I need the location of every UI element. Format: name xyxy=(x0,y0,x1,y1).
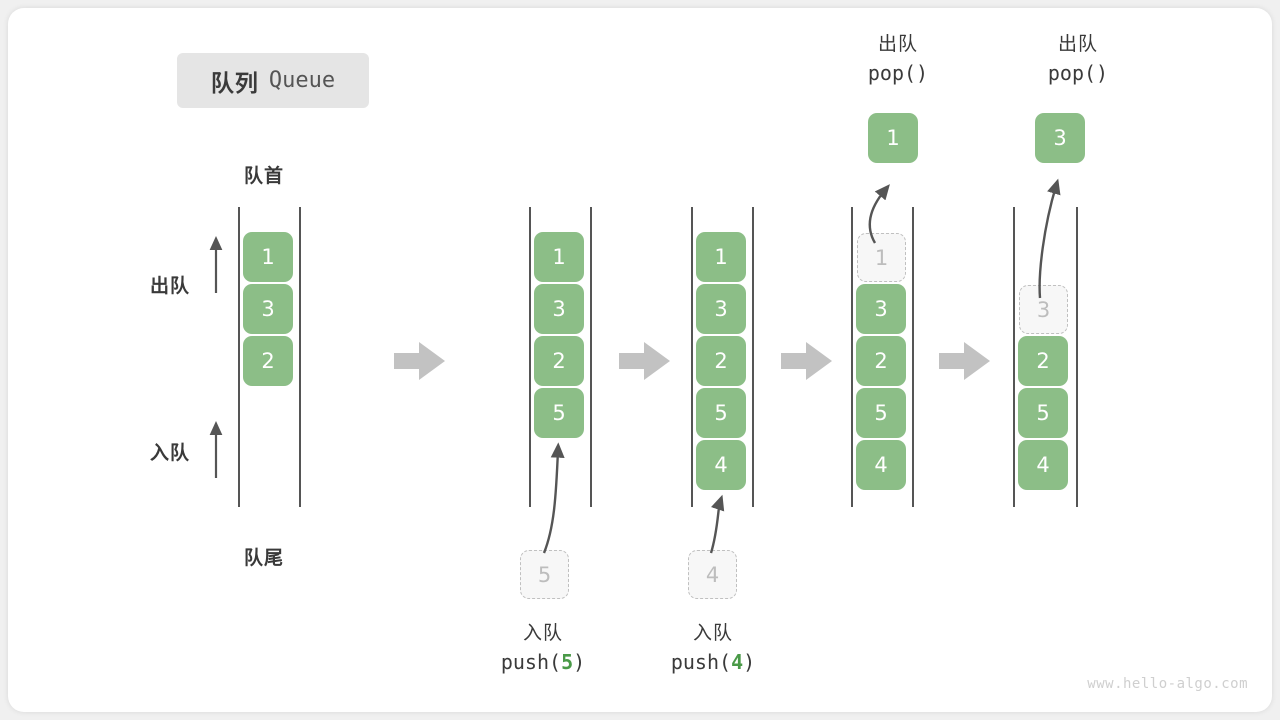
caption-col3-arg: 4 xyxy=(731,649,744,674)
caption-col5-top: 出队 pop() xyxy=(983,31,1173,88)
label-enqueue: 入队 xyxy=(150,443,191,464)
cell-col2-0: 1 xyxy=(534,232,584,282)
diagram-card: 队列 Queue 队首 队尾 出队 入队 1 3 2 1 3 2 5 5 入队 … xyxy=(8,8,1272,712)
cell-col3-3: 5 xyxy=(696,388,746,438)
arrow-overlay xyxy=(209,178,1061,554)
title-cn: 队列 xyxy=(210,69,259,96)
cell-col1-0: 1 xyxy=(243,232,293,282)
ghost-cell-col5: 3 xyxy=(1019,285,1068,334)
push5-arrow xyxy=(542,442,565,554)
cell-col3-0: 1 xyxy=(696,232,746,282)
rail-left-col3 xyxy=(691,207,693,507)
label-front: 队首 xyxy=(244,166,285,187)
ghost-cell-col2: 5 xyxy=(520,550,569,599)
caption-col2-code: push(5) xyxy=(500,649,586,674)
cell-col1-2: 2 xyxy=(243,336,293,386)
caption-col2: 入队 push(5) xyxy=(448,620,638,677)
flow-arrow-3 xyxy=(781,342,832,380)
rail-right-col2 xyxy=(590,207,592,507)
caption-col4-code: pop() xyxy=(867,60,929,85)
caption-col4-top: 出队 pop() xyxy=(803,31,993,88)
caption-col5-code: pop() xyxy=(1047,60,1109,85)
cell-col2-2: 2 xyxy=(534,336,584,386)
cell-col5-1: 5 xyxy=(1018,388,1068,438)
popped-cell-col4: 1 xyxy=(868,113,918,163)
caption-col2-arg: 5 xyxy=(561,649,574,674)
rail-left-col1 xyxy=(238,207,240,507)
caption-col5-cn: 出队 xyxy=(1057,34,1098,55)
cell-col4-0: 3 xyxy=(856,284,906,334)
label-rear: 队尾 xyxy=(244,548,285,569)
flow-arrow-4 xyxy=(939,342,990,380)
cell-col3-2: 2 xyxy=(696,336,746,386)
rail-right-col5 xyxy=(1076,207,1078,507)
rail-left-col4 xyxy=(851,207,853,507)
caption-col2-cn: 入队 xyxy=(522,623,563,644)
caption-col3-code: push(4) xyxy=(670,649,756,674)
caption-col4-cn: 出队 xyxy=(877,34,918,55)
flow-arrow-1 xyxy=(394,342,445,380)
title-badge: 队列 Queue xyxy=(177,53,369,108)
pop3-arrow xyxy=(1038,178,1061,299)
rail-right-col3 xyxy=(752,207,754,507)
cell-col2-1: 3 xyxy=(534,284,584,334)
push4-arrow xyxy=(709,494,725,554)
cell-col2-3: 5 xyxy=(534,388,584,438)
cell-col3-4: 4 xyxy=(696,440,746,490)
cell-col4-3: 4 xyxy=(856,440,906,490)
ghost-cell-col3: 4 xyxy=(688,550,737,599)
cell-col3-1: 3 xyxy=(696,284,746,334)
watermark: www.hello-algo.com xyxy=(1087,676,1248,692)
popped-cell-col5: 3 xyxy=(1035,113,1085,163)
cell-col5-0: 2 xyxy=(1018,336,1068,386)
flow-arrow-2 xyxy=(619,342,670,380)
cell-col1-1: 3 xyxy=(243,284,293,334)
ghost-cell-col4: 1 xyxy=(857,233,906,282)
caption-col3-cn: 入队 xyxy=(692,623,733,644)
caption-col3: 入队 push(4) xyxy=(618,620,808,677)
rail-left-col5 xyxy=(1013,207,1015,507)
cell-col4-2: 5 xyxy=(856,388,906,438)
title-en: Queue xyxy=(268,68,336,93)
cell-col4-1: 2 xyxy=(856,336,906,386)
rail-right-col1 xyxy=(299,207,301,507)
rail-left-col2 xyxy=(529,207,531,507)
rail-right-col4 xyxy=(912,207,914,507)
label-dequeue: 出队 xyxy=(150,276,191,297)
cell-col5-2: 4 xyxy=(1018,440,1068,490)
